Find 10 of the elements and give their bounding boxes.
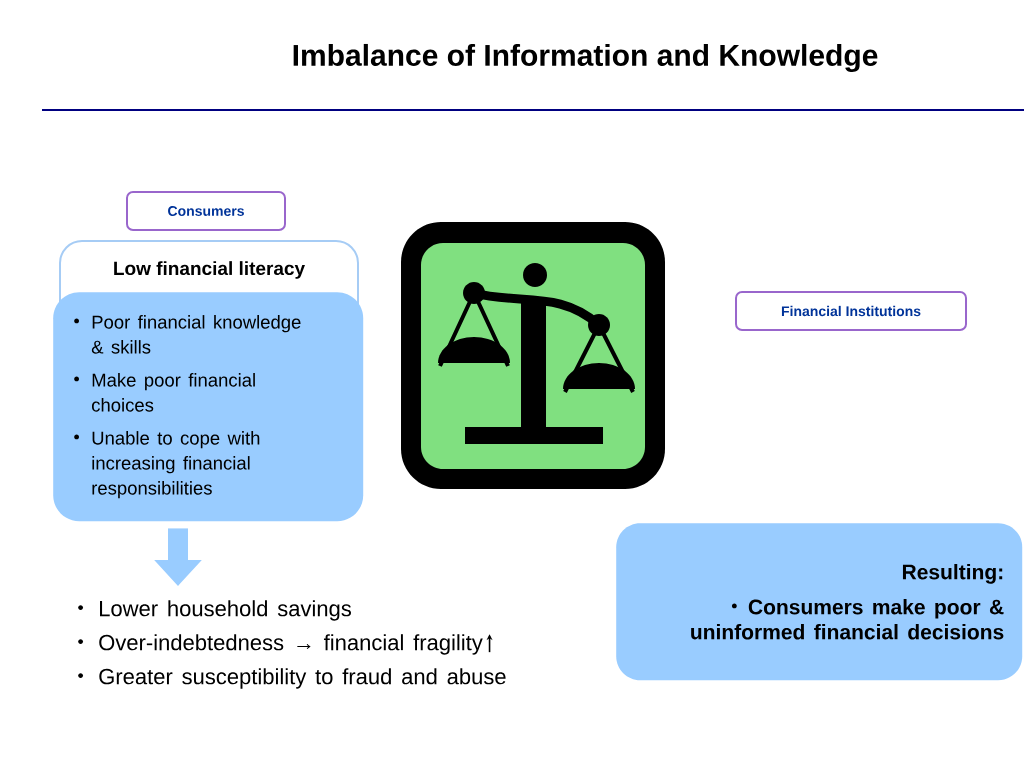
title: Imbalance of Information and Knowledge bbox=[293, 43, 878, 73]
heading-tab: Low financial literacy bbox=[59, 240, 359, 311]
result-box: Resulting: Consumers make poor & uninformed financial decisions bbox=[616, 523, 1023, 681]
node-label: Lower household savings bbox=[100, 600, 352, 621]
label-box: Consumers bbox=[126, 191, 286, 231]
node-label: Greater susceptibility to fraud and abuse bbox=[99, 668, 506, 689]
content-box: Poor financial knowledge & skills Make poor financial choices Unable to cope with increasing financial responsibilities bbox=[53, 292, 364, 522]
label-box: Financial Institutions bbox=[735, 291, 967, 331]
bullet-list: Lower household savings Over-indebtedness → financial fragility Greater susceptibility to fraud and abuse bbox=[78, 600, 506, 689]
node-label: Over-indebtedness → financial fragility bbox=[99, 634, 483, 655]
